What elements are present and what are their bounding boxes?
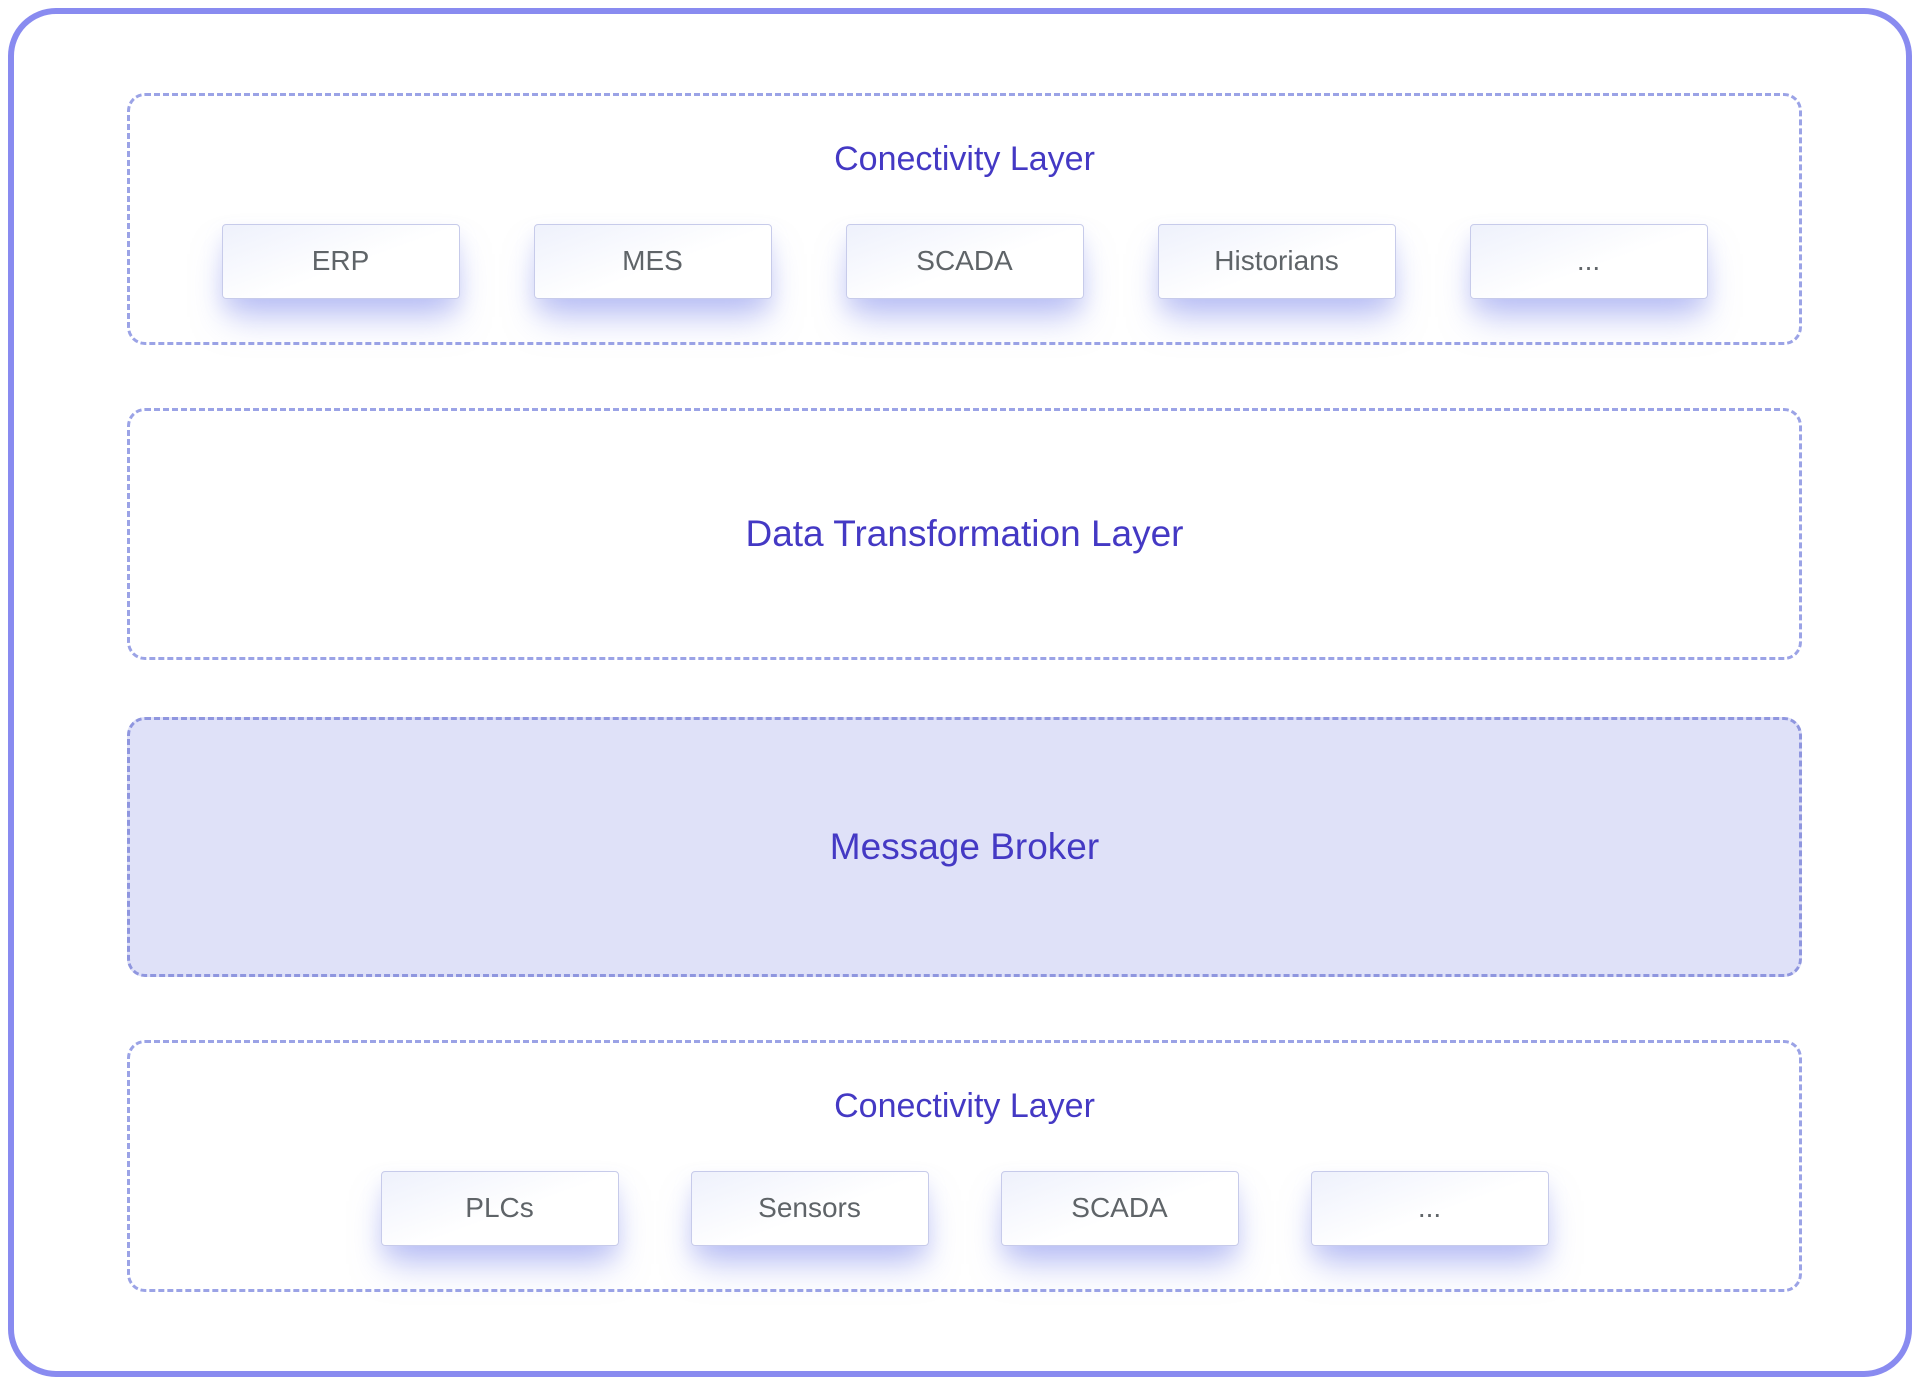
system-node-more-bottom: ... [1310,1170,1549,1246]
layer-data-transformation: Data Transformation Layer [127,408,1802,660]
layer-title-connectivity-bottom: Conectivity Layer [834,1087,1095,1126]
system-node-erp: ERP [221,223,460,299]
layer-title-data-transformation: Data Transformation Layer [745,512,1184,554]
layer-message-broker: Message Broker [127,717,1802,977]
system-node-plcs: PLCs [380,1170,619,1246]
system-node-more-top: ... [1469,223,1708,299]
system-node-scada-top: SCADA [845,223,1084,299]
system-node-historians: Historians [1157,223,1396,299]
system-node-mes: MES [533,223,772,299]
connectivity-bottom-chip-row: PLCs Sensors SCADA ... [380,1170,1549,1246]
connectivity-top-chip-row: ERP MES SCADA Historians ... [221,223,1708,299]
layer-connectivity-bottom: Conectivity Layer PLCs Sensors SCADA ... [127,1040,1802,1292]
system-node-scada-bottom: SCADA [1000,1170,1239,1246]
system-node-sensors: Sensors [690,1170,929,1246]
layer-title-connectivity-top: Conectivity Layer [834,140,1095,179]
layer-title-message-broker: Message Broker [829,825,1100,867]
layer-connectivity-top: Conectivity Layer ERP MES SCADA Historia… [127,93,1802,345]
